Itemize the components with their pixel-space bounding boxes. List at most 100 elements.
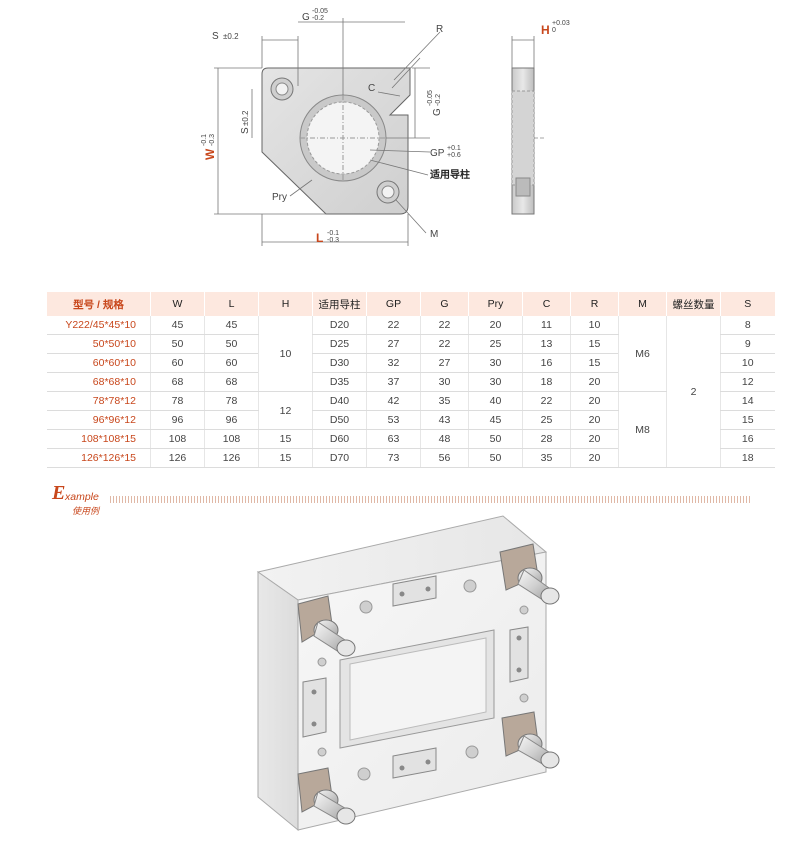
- cell-g: 35: [420, 391, 469, 411]
- cell-screw-count-merged: 2: [666, 316, 721, 468]
- cell-g: 22: [420, 316, 469, 335]
- cell-g: 48: [420, 429, 469, 449]
- g-side-label: G: [432, 108, 443, 116]
- table-header-row: 型号 / 规格 W L H 适用导柱 GP G Pry C R M 螺丝数量 S: [46, 292, 775, 316]
- cell-h: 15: [258, 448, 313, 468]
- table-row: 108*108*15 108 108 15 D60 63 48 50 28 20…: [46, 429, 775, 449]
- col-header-g: G: [420, 292, 469, 316]
- cell-s: 16: [720, 429, 775, 449]
- cell-r: 10: [570, 316, 619, 335]
- cell-l: 108: [204, 429, 259, 449]
- r-label: R: [436, 24, 443, 35]
- cell-gp: 63: [366, 429, 421, 449]
- cell-pillar: D50: [312, 410, 367, 430]
- gp-tol-lower: +0.6: [447, 152, 461, 159]
- bolt-hole-icon: [359, 600, 373, 614]
- cell-r: 15: [570, 353, 619, 373]
- cell-pry: 45: [468, 410, 523, 430]
- cell-c: 13: [522, 334, 571, 354]
- col-header-gp: GP: [366, 292, 421, 316]
- example-heading-initial: E: [52, 482, 66, 504]
- guide-pillar-assembly: [297, 767, 356, 825]
- cell-r: 20: [570, 429, 619, 449]
- cell-c: 11: [522, 316, 571, 335]
- bolt-hole-icon: [463, 579, 477, 593]
- screw-icon: [311, 721, 317, 727]
- bolt-hole-icon: [519, 605, 529, 615]
- table-row: 60*60*10 60 60 D30 32 27 30 16 15 10: [46, 353, 775, 373]
- cell-c: 22: [522, 391, 571, 411]
- cell-pry: 25: [468, 334, 523, 354]
- cell-model: 50*50*10: [46, 334, 151, 354]
- cell-model: Y222/45*45*10: [46, 316, 151, 335]
- cell-gp: 42: [366, 391, 421, 411]
- cell-s: 10: [720, 353, 775, 373]
- wear-plates: [302, 575, 529, 779]
- cell-pry: 50: [468, 448, 523, 468]
- cell-h-merged: 10: [258, 316, 313, 392]
- cell-r: 20: [570, 391, 619, 411]
- screw-icon: [399, 765, 405, 771]
- m-label: M: [430, 229, 438, 240]
- c-label: C: [368, 83, 375, 94]
- col-header-w: W: [150, 292, 205, 316]
- cell-c: 16: [522, 353, 571, 373]
- g-top-label: G: [302, 12, 310, 23]
- cell-gp: 32: [366, 353, 421, 373]
- w-label: W: [203, 148, 217, 160]
- guide-pillar-assembly: [297, 595, 356, 657]
- l-tol-upper: -0.1: [327, 230, 339, 237]
- screw-icon: [516, 667, 522, 673]
- g-top-tol-lower: -0.2: [312, 15, 324, 22]
- plate-side-view: [511, 36, 546, 215]
- cell-w: 60: [150, 353, 205, 373]
- cell-w: 126: [150, 448, 205, 468]
- cell-pillar: D35: [312, 372, 367, 392]
- bolt-hole-icon: [317, 657, 327, 667]
- example-illustration: [248, 512, 578, 837]
- center-window: [339, 629, 495, 749]
- cell-m-merged: M8: [618, 391, 667, 468]
- cell-gp: 27: [366, 334, 421, 354]
- l-tol-lower: -0.3: [327, 237, 339, 244]
- cell-s: 8: [720, 316, 775, 335]
- dimension-lines: [214, 18, 441, 246]
- s-top-tol: ±0.2: [223, 32, 239, 41]
- g-side-tol-upper: -0.05: [427, 90, 434, 106]
- dimension-labels: S ±0.2 G -0.05 -0.2 R C G -0.05 -0.2 S ±…: [201, 8, 570, 245]
- table-row: 50*50*10 50 50 D25 27 22 25 13 15 9: [46, 334, 775, 354]
- cell-w: 68: [150, 372, 205, 392]
- cell-gp: 22: [366, 316, 421, 335]
- gp-label: GP: [430, 148, 445, 159]
- s-side-tol: ±0.2: [241, 110, 250, 126]
- cell-gp: 37: [366, 372, 421, 392]
- cell-pry: 30: [468, 372, 523, 392]
- cell-model: 78*78*12: [46, 391, 151, 411]
- cell-pillar: D30: [312, 353, 367, 373]
- cell-pillar: D40: [312, 391, 367, 411]
- col-header-model: 型号 / 规格: [46, 292, 151, 316]
- table-row: 78*78*12 78 78 12 D40 42 35 40 22 20 M8 …: [46, 391, 775, 468]
- cell-pillar: D20: [312, 316, 367, 335]
- cell-s: 14: [720, 391, 775, 411]
- cell-model: 126*126*15: [46, 448, 151, 468]
- cell-m-merged: M6: [618, 316, 667, 392]
- screw-icon: [311, 689, 317, 695]
- cell-l: 50: [204, 334, 259, 354]
- cell-pry: 40: [468, 391, 523, 411]
- table-row: Y222/45*45*10 45 45 10 D20 22 22 20 11 1…: [46, 316, 775, 468]
- example-heading: E xample 使用例: [52, 482, 752, 518]
- table-row: 126*126*15 126 126 15 D70 73 56 50 35 20…: [46, 448, 775, 468]
- cell-model: 96*96*12: [46, 410, 151, 430]
- pry-label: Pry: [272, 192, 287, 203]
- cell-r: 15: [570, 334, 619, 354]
- cell-s: 12: [720, 372, 775, 392]
- cell-s: 18: [720, 448, 775, 468]
- cell-c: 35: [522, 448, 571, 468]
- cell-l: 96: [204, 410, 259, 430]
- cell-c: 28: [522, 429, 571, 449]
- cell-g: 27: [420, 353, 469, 373]
- cell-pillar: D70: [312, 448, 367, 468]
- cell-g: 43: [420, 410, 469, 430]
- cell-model: 108*108*15: [46, 429, 151, 449]
